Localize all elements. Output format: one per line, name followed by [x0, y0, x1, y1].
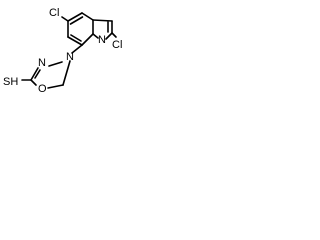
bond-c5-c6 — [81, 33, 94, 46]
bond-c6-c1 — [67, 36, 83, 46]
bond-n3-ch2 — [62, 60, 71, 86]
ring-nitrogen-left-label: N — [38, 57, 46, 69]
bond-n1-c7 — [105, 32, 113, 40]
pyridine-nitrogen-label: N — [98, 34, 106, 46]
bond-o-c2 — [30, 79, 37, 86]
ring-nitrogen-top-label: N — [66, 51, 74, 63]
bond-pyridine-ring-n — [71, 44, 83, 54]
bond-c7-cl — [111, 32, 117, 38]
chlorine-left-label: Cl — [49, 7, 59, 19]
thiol-label: SH — [3, 76, 18, 88]
bond-c6-c1-double — [70, 34, 82, 42]
pyridine-ring — [67, 12, 113, 46]
bond-c2-n — [30, 67, 39, 81]
bond-c2-cl — [61, 16, 69, 22]
ring-oxygen-label: O — [38, 83, 47, 95]
oxadiazole-ring — [30, 60, 71, 89]
chlorine-right-label: Cl — [112, 39, 122, 51]
bond-ch2-o — [47, 84, 64, 89]
chemical-structure-diagram: Cl Cl N N N O SH — [3, 7, 122, 95]
bond-c8-c4 — [92, 19, 113, 22]
bond-c2-c3 — [67, 12, 83, 22]
bond-c3-c4 — [81, 12, 94, 21]
bond-c2-n-double — [34, 69, 41, 79]
bond-n-n — [48, 61, 63, 67]
bond-c5-n1 — [92, 33, 99, 39]
bond-c2-c3-double — [69, 16, 84, 25]
